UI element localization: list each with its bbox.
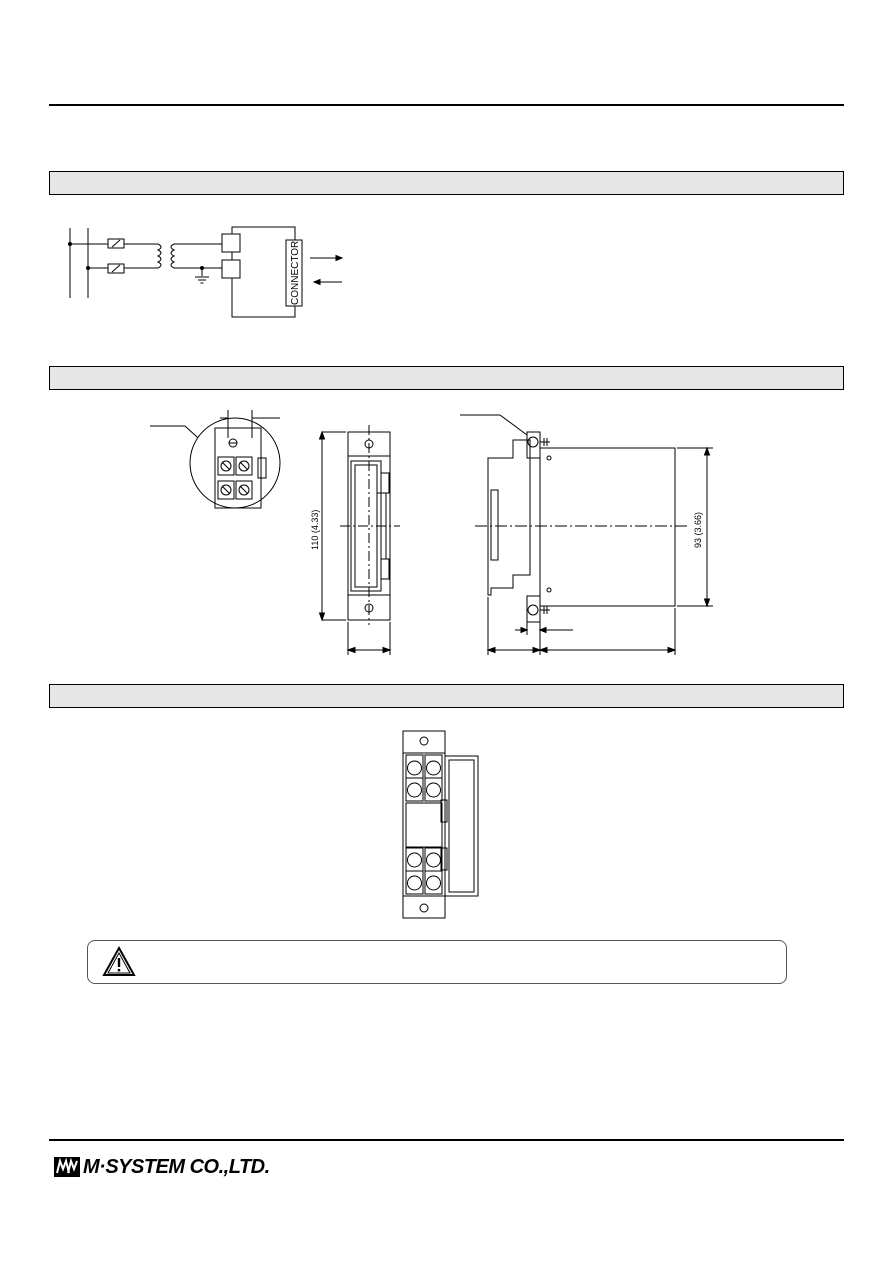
front-height-dimension: 110 (4.33) — [310, 510, 320, 550]
side-height-dimension: 93 (3.66) — [693, 512, 703, 548]
side-view-drawing: 93 (3.66) — [460, 414, 713, 655]
terminal-detail-drawing — [150, 410, 281, 509]
section-bar-schematic — [49, 171, 844, 195]
warning-triangle-icon — [102, 945, 136, 976]
connector-label: CONNECTOR — [290, 241, 301, 305]
schematic-diagram: CONNECTOR — [68, 226, 344, 318]
company-name: M·SYSTEM CO.,LTD. — [83, 1156, 270, 1178]
m-system-logo-icon — [54, 1157, 80, 1177]
header-rule — [49, 104, 844, 106]
section-bar-terminal-assignment — [49, 684, 844, 708]
company-logo: M·SYSTEM CO.,LTD. — [54, 1155, 270, 1179]
front-view-drawing: 110 (4.33) — [310, 425, 400, 655]
section-bar-dimensions — [49, 366, 844, 390]
footer-rule — [49, 1139, 844, 1141]
terminal-block-drawing — [402, 730, 479, 919]
warning-box — [87, 940, 787, 984]
